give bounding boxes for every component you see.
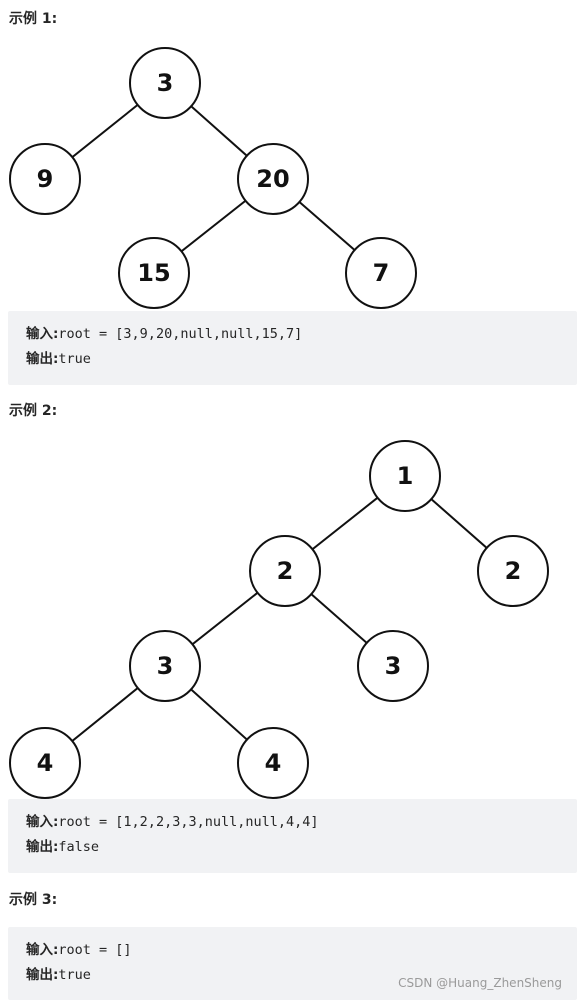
node-value: 7 xyxy=(373,259,390,287)
node-value: 15 xyxy=(137,259,170,287)
output-value: false xyxy=(58,839,100,855)
example-2-tree-diagram: 1 2 2 3 3 4 4 xyxy=(9,440,549,799)
example-1-heading: 示例 1: xyxy=(9,11,58,27)
tree-node: 3 xyxy=(129,47,201,119)
output-line: 输出:true xyxy=(26,963,577,988)
tree-node: 4 xyxy=(9,727,81,799)
input-line: 输入:root = [3,9,20,null,null,15,7] xyxy=(26,322,577,347)
input-label: 输入: xyxy=(26,942,59,958)
tree-node: 2 xyxy=(477,535,549,607)
example-3-heading: 示例 3: xyxy=(9,892,58,908)
tree-node: 4 xyxy=(237,727,309,799)
node-value: 1 xyxy=(397,462,414,490)
input-value: root = [1,2,2,3,3,null,null,4,4] xyxy=(58,814,319,830)
input-label: 输入: xyxy=(26,326,59,342)
output-label: 输出: xyxy=(26,839,59,855)
output-line: 输出:true xyxy=(26,347,577,372)
node-value: 3 xyxy=(385,652,402,680)
output-line: 输出:false xyxy=(26,835,577,860)
tree-node: 3 xyxy=(357,630,429,702)
output-value: true xyxy=(58,351,91,367)
watermark: CSDN @Huang_ZhenSheng xyxy=(398,976,562,990)
node-value: 4 xyxy=(265,749,282,777)
output-value: true xyxy=(58,967,91,983)
node-value: 2 xyxy=(277,557,294,585)
tree-node: 2 xyxy=(249,535,321,607)
example-1-code-block: 输入:root = [3,9,20,null,null,15,7] 输出:tru… xyxy=(8,311,577,385)
output-label: 输出: xyxy=(26,967,59,983)
example-1-tree-diagram: 3 9 20 15 7 xyxy=(9,47,417,309)
tree-node: 15 xyxy=(118,237,190,309)
node-value: 3 xyxy=(157,69,174,97)
tree-node: 7 xyxy=(345,237,417,309)
tree-node: 1 xyxy=(369,440,441,512)
node-value: 9 xyxy=(37,165,54,193)
node-value: 3 xyxy=(157,652,174,680)
example-2-code-block: 输入:root = [1,2,2,3,3,null,null,4,4] 输出:f… xyxy=(8,799,577,873)
output-label: 输出: xyxy=(26,351,59,367)
input-line: 输入:root = [1,2,2,3,3,null,null,4,4] xyxy=(26,810,577,835)
tree-node: 3 xyxy=(129,630,201,702)
node-value: 20 xyxy=(256,165,289,193)
input-label: 输入: xyxy=(26,814,59,830)
node-value: 2 xyxy=(505,557,522,585)
input-value: root = [3,9,20,null,null,15,7] xyxy=(58,326,303,342)
tree-node: 20 xyxy=(237,143,309,215)
input-value: root = [] xyxy=(58,942,132,958)
node-value: 4 xyxy=(37,749,54,777)
tree-node: 9 xyxy=(9,143,81,215)
input-line: 输入:root = [] xyxy=(26,938,577,963)
example-3-code-block: 输入:root = [] 输出:true xyxy=(8,927,577,1000)
example-2-heading: 示例 2: xyxy=(9,403,58,419)
